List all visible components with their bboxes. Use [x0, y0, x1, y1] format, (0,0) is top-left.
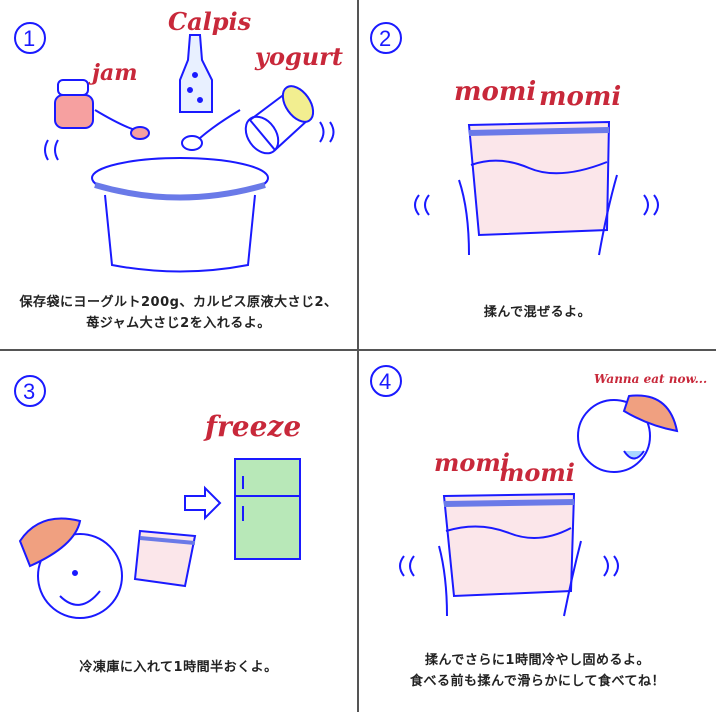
label-momi: momi: [454, 77, 536, 107]
panel-1: 1 Calpis jam yogurt: [0, 0, 357, 349]
motion-lines-icon: [44, 121, 335, 161]
person-icon: [577, 394, 679, 473]
label-momi: momi: [499, 458, 575, 487]
arrow-icon: [184, 485, 222, 521]
panel-4-illustration: 4 Wanna eat now... momi momi: [370, 365, 707, 617]
person-icon: [18, 517, 123, 619]
panel-4: 4 Wanna eat now... momi momi 揉んでさらに1時間冷や…: [359, 351, 716, 712]
bowl-icon: [91, 157, 269, 273]
panel-2: 2 momi momi 揉んで混ぜるよ。: [359, 0, 716, 349]
caption-line: 揉んで混ぜるよ。: [483, 305, 592, 320]
caption-line: 食べる前も揉んで滑らかにして食べてね！: [410, 674, 665, 689]
motion-lines-icon: [414, 194, 659, 216]
motion-lines-icon: [399, 555, 619, 577]
bag-icon: [438, 492, 582, 617]
caption-line: 保存袋にヨーグルト200g、カルピス原液大さじ2、: [19, 295, 338, 310]
spoon-icons: [94, 109, 241, 151]
label-momi: momi: [539, 82, 621, 112]
step-2-caption: 揉んで混ぜるよ。: [359, 302, 716, 323]
label-freeze: freeze: [203, 410, 301, 443]
panel-2-illustration: 2 momi momi: [370, 22, 659, 256]
yogurt-cup-icon: [244, 85, 315, 155]
label-jam: jam: [88, 60, 138, 86]
label-yogurt: yogurt: [254, 42, 343, 71]
caption-line: 苺ジャム大さじ2を入れるよ。: [86, 316, 271, 331]
step-1-caption: 保存袋にヨーグルト200g、カルピス原液大さじ2、 苺ジャム大さじ2を入れるよ。: [0, 292, 357, 334]
panel-divider-vertical: [357, 0, 359, 712]
fridge-icon: [234, 458, 301, 560]
label-calpis: Calpis: [168, 7, 252, 36]
caption-line: 揉んでさらに1時間冷やし固めるよ。: [425, 653, 650, 668]
jam-jar-icon: [54, 79, 94, 129]
step-number: 1: [23, 26, 35, 51]
step-3-caption: 冷凍庫に入れて1時間半おくよ。: [0, 657, 357, 678]
step-number: 4: [379, 369, 391, 394]
step-number: 2: [379, 26, 391, 51]
bag-icon: [458, 120, 618, 256]
panel-1-illustration: 1 Calpis jam yogurt: [14, 7, 343, 273]
step-number: 3: [23, 379, 35, 404]
panel-3: 3 freeze 冷凍庫に入れて1時間半おくよ。: [0, 351, 357, 712]
calpis-bottle-icon: [179, 34, 213, 113]
step-4-caption: 揉んでさらに1時間冷やし固めるよ。 食べる前も揉んで滑らかにして食べてね！: [359, 650, 716, 692]
caption-line: 冷凍庫に入れて1時間半おくよ。: [79, 660, 278, 675]
panel-3-illustration: 3 freeze: [14, 375, 301, 619]
speech-text: Wanna eat now...: [594, 372, 707, 386]
bag-icon: [133, 529, 197, 588]
label-momi: momi: [434, 448, 510, 477]
